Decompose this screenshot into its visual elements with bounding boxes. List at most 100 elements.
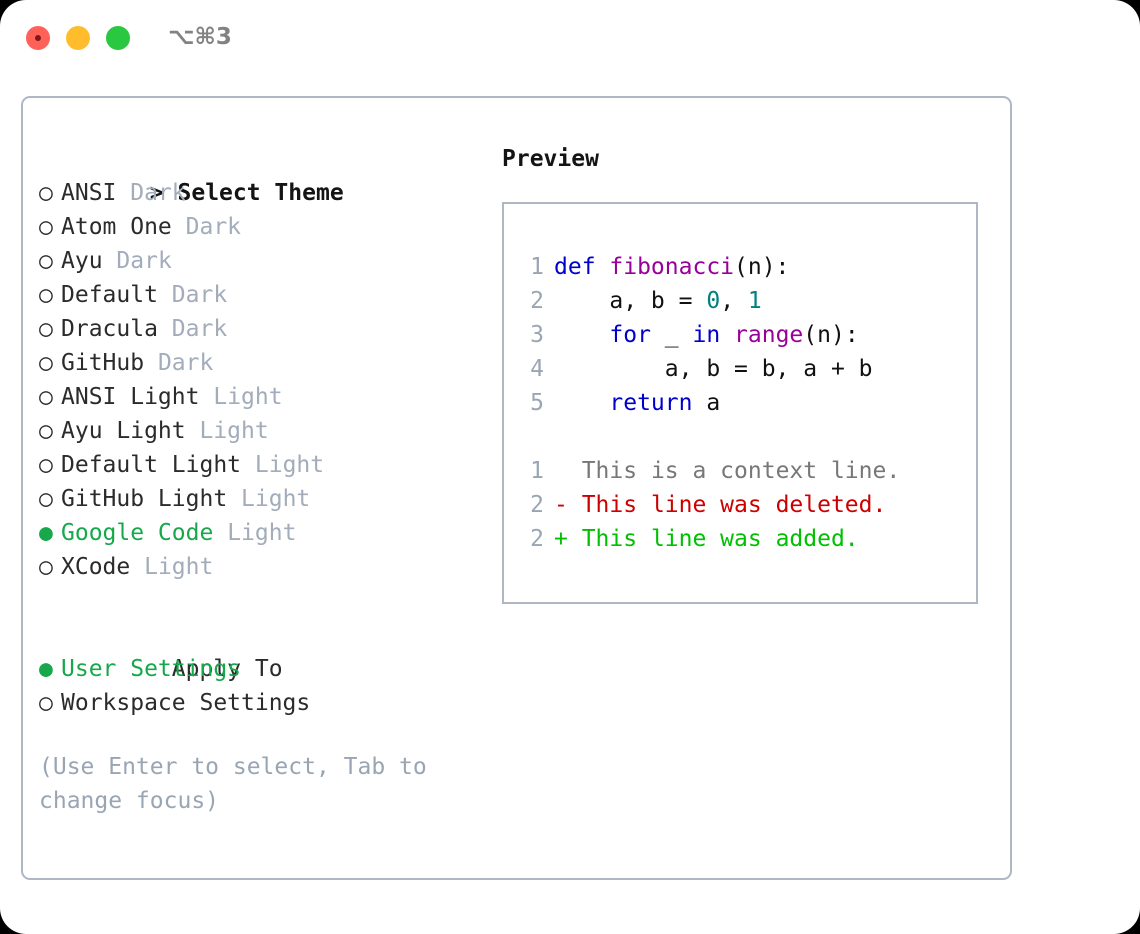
caret-icon: > [149,180,164,206]
diff-line: 2- This line was deleted. [504,488,976,522]
theme-option-variant: Dark [171,282,228,308]
preview-title: Preview [502,146,599,172]
zoom-window-button[interactable] [106,26,130,50]
theme-option-name: Google Code [61,520,214,546]
close-window-button[interactable] [26,26,50,50]
theme-option-gap [227,486,241,512]
line-number: 5 [530,390,544,416]
theme-option-row[interactable]: ● Google Code Light [39,516,479,550]
keyboard-shortcut-label: ⌥⌘3 [168,24,232,50]
code-token [554,390,609,416]
theme-option-row[interactable]: ○ ANSI Dark [39,176,479,210]
diff-marker: + [554,526,568,552]
code-line: 5 return a [504,386,976,420]
theme-option-row[interactable]: ○Ayu Light Light [39,414,479,448]
line-number: 2 [530,526,544,552]
select-theme-label: Select Theme [177,180,344,206]
code-line: 3 for _ in range(n): [504,318,976,352]
theme-list-column: > Select Theme ○ANSI Dark○Atom One Dark○… [39,142,479,818]
code-token: 1 [747,288,762,314]
theme-option-name: ANSI [61,180,117,206]
theme-option-variant: Light [241,486,311,512]
theme-option-row[interactable]: ○ANSI Light Light [39,380,479,414]
title-bar: ⌥⌘3 [0,0,1140,76]
keyboard-hint-text: (Use Enter to select, Tab to change focu… [39,754,441,814]
list-spacer [39,584,479,618]
theme-option-row[interactable]: ○Atom One Dark [39,210,479,244]
theme-option-gap [116,180,130,206]
theme-option-gap [186,418,200,444]
radio-unselected-icon[interactable]: ○ [39,452,53,478]
radio-unselected-icon[interactable]: ○ [39,248,53,274]
radio-unselected-icon[interactable]: ○ [39,554,53,580]
theme-option-variant: Dark [116,248,172,274]
radio-unselected-icon[interactable]: ○ [39,350,53,376]
select-theme-heading: > Select Theme [39,142,479,206]
theme-option-name: XCode [61,554,131,580]
apply-to-label: Apply To [171,656,283,682]
radio-unselected-icon[interactable]: ○ [39,214,53,240]
theme-option-gap [213,520,227,546]
diff-text: This line was added. [567,526,859,552]
theme-option-variant: Light [144,554,214,580]
radio-unselected-icon[interactable]: ○ [39,418,53,444]
code-token [554,322,609,348]
theme-option-gap [144,350,158,376]
radio-unselected-icon[interactable]: ○ [39,486,53,512]
theme-option-row[interactable]: ○Default Light Light [39,448,479,482]
code-token: a, b = [554,288,707,314]
code-token: range [734,322,804,348]
theme-option-row[interactable]: ○ GitHub Light Light [39,482,479,516]
line-number: 1 [530,458,544,484]
theme-option-variant: Light [254,452,325,478]
code-token: a [692,390,721,416]
code-diff-gap [504,420,976,454]
theme-option-row[interactable]: ○GitHub Dark [39,346,479,380]
apply-to-option-row[interactable]: ● User Settings [39,652,479,686]
code-token: 0 [706,288,721,314]
radio-unselected-icon[interactable]: ○ [39,384,53,410]
code-token: return [609,390,693,416]
theme-option-variant: Dark [171,316,228,342]
code-token: a, b = b, a + b [554,356,873,382]
theme-option-name: Ayu [61,248,103,274]
theme-option-name: Ayu Light [61,418,186,444]
code-token: def [554,254,610,280]
theme-option-row[interactable]: ○ Default Dark [39,278,479,312]
diff-line: 1 This is a context line. [504,454,976,488]
line-number: 1 [530,254,544,280]
radio-unselected-icon[interactable]: ○ [39,690,53,716]
apply-to-option-name: User Settings [61,656,242,682]
theme-option-name: ANSI Light [61,384,200,410]
theme-option-name: Default [61,282,158,308]
apply-to-option-name: Workspace Settings [61,690,311,716]
diff-marker: - [554,492,568,518]
code-token: _ [650,322,693,348]
line-number: 2 [530,492,544,518]
radio-selected-icon[interactable]: ● [39,656,53,682]
line-number: 3 [530,322,544,348]
theme-option-variant: Light [227,520,297,546]
theme-option-variant: Dark [130,180,186,206]
radio-selected-icon[interactable]: ● [39,520,53,546]
theme-option-gap [241,452,255,478]
theme-option-gap [172,214,186,240]
theme-option-row[interactable]: ○Dracula Dark [39,312,479,346]
minimize-window-button[interactable] [66,26,90,50]
line-number: 4 [530,356,544,382]
diff-sample: 1 This is a context line.2- This line wa… [504,454,976,556]
theme-option-name: GitHub Light [61,486,228,512]
radio-unselected-icon[interactable]: ○ [39,282,53,308]
theme-option-row[interactable]: ○ XCode Light [39,550,479,584]
theme-option-row[interactable]: ○ Ayu Dark [39,244,479,278]
theme-option-gap [103,248,117,274]
radio-unselected-icon[interactable]: ○ [39,180,53,206]
theme-option-variant: Dark [157,350,214,376]
apply-to-option-row[interactable]: ○ Workspace Settings [39,686,479,720]
theme-option-gap [158,282,172,308]
radio-unselected-icon[interactable]: ○ [39,316,53,342]
